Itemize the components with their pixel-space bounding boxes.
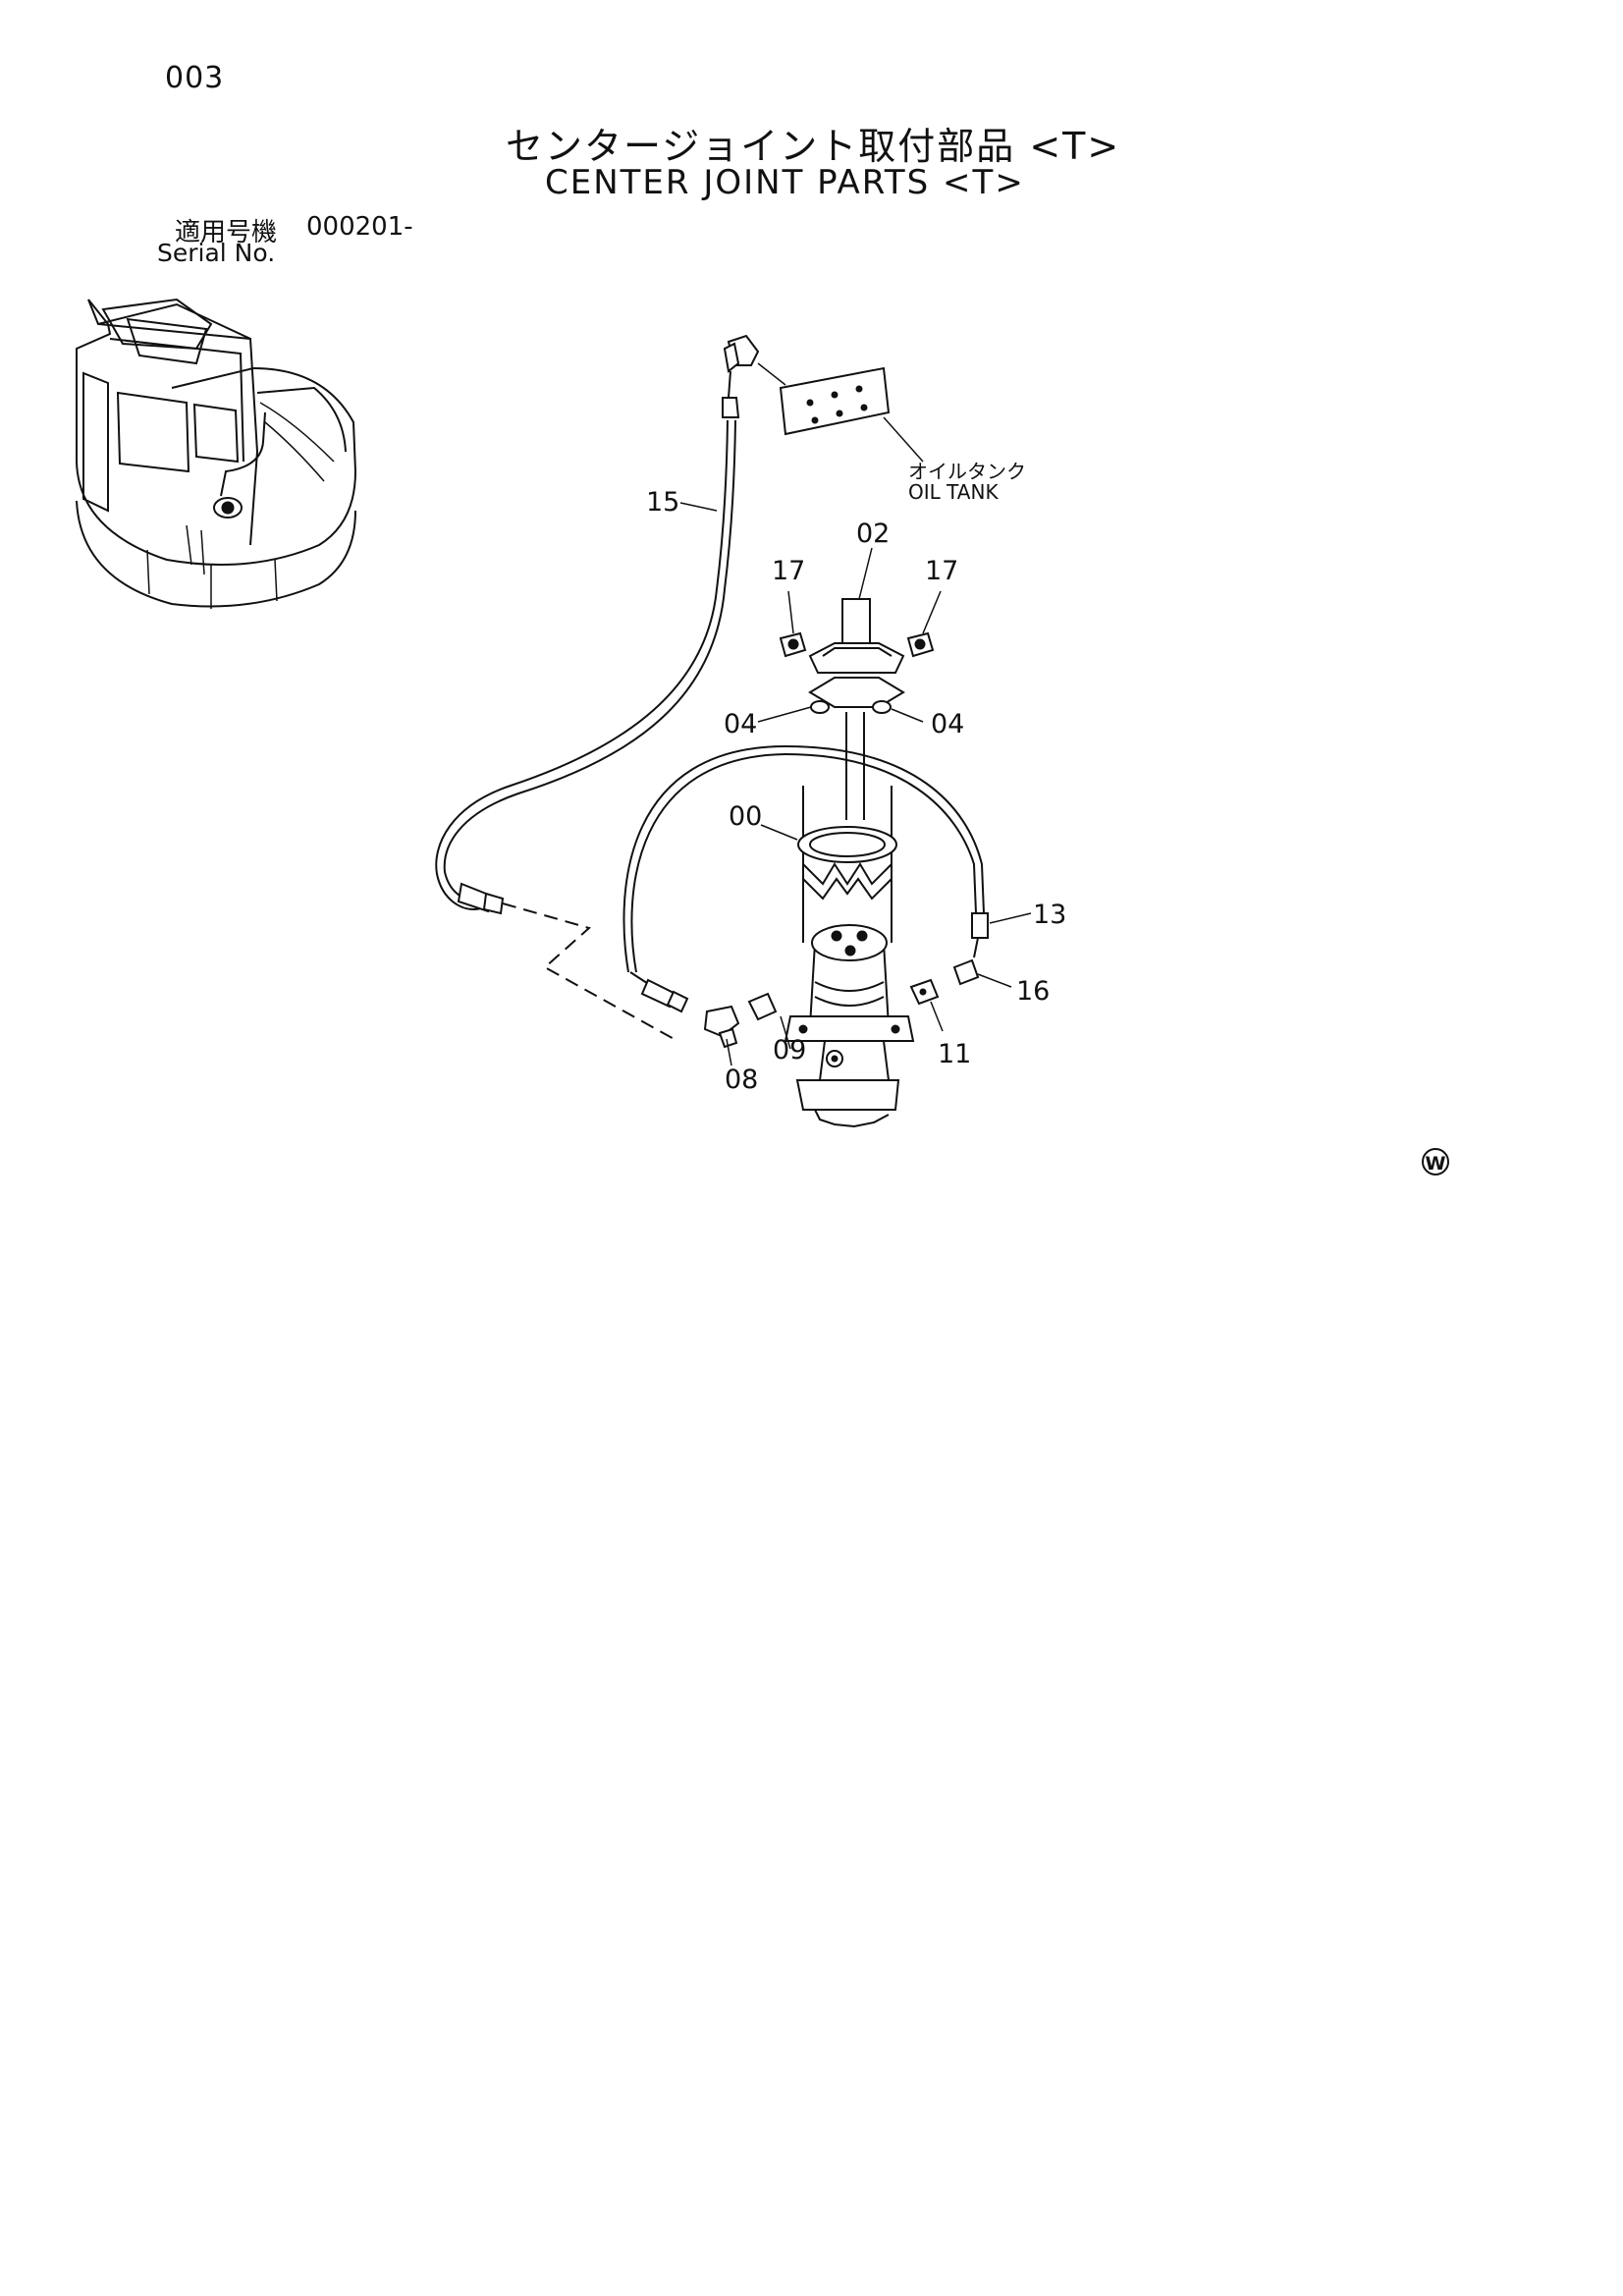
elbow-fitting-08 — [703, 1005, 740, 1049]
circled-w-letter: W — [1426, 1153, 1446, 1175]
center-joint-bracket — [779, 598, 935, 674]
serial-number-value: 000201- — [306, 212, 413, 242]
callout-17-right: 17 — [925, 556, 958, 586]
adapter-09 — [747, 992, 778, 1021]
callout-16: 16 — [1016, 976, 1050, 1007]
callout-02: 02 — [856, 519, 890, 549]
callout-11: 11 — [938, 1039, 971, 1069]
o-ring-right — [872, 700, 892, 714]
callout-09: 09 — [773, 1035, 806, 1066]
oil-tank-label-english: OIL TANK — [908, 480, 999, 504]
callout-04-right: 04 — [931, 709, 964, 739]
page-title-japanese: センタージョイント取付部品 <T> — [506, 125, 1121, 168]
callout-00: 00 — [729, 801, 762, 832]
callout-08: 08 — [725, 1065, 758, 1095]
oil-tank-label-japanese: オイルタンク — [908, 460, 1026, 483]
page-title-english: CENTER JOINT PARTS <T> — [545, 163, 1025, 202]
leader-lines — [679, 502, 1032, 1066]
center-joint-cover — [797, 786, 897, 943]
center-joint-body — [784, 924, 915, 1128]
callout-15: 15 — [646, 487, 679, 518]
serial-label-english: Serial No. — [157, 239, 276, 267]
o-ring-left — [810, 700, 830, 714]
machine-overview-illustration — [76, 298, 356, 609]
hose-route-dashed-line — [502, 902, 678, 1042]
oil-tank-plate — [757, 362, 891, 436]
elbow-fitting-top — [722, 334, 760, 418]
oil-tank-leader — [883, 416, 924, 463]
callout-04-left: 04 — [724, 709, 757, 739]
nut-16 — [952, 958, 980, 986]
callout-17-left: 17 — [772, 556, 805, 586]
center-shaft — [845, 712, 865, 820]
adapter-11 — [909, 978, 940, 1006]
callout-13: 13 — [1033, 900, 1066, 930]
thin-plate — [808, 677, 905, 708]
hose-15 — [435, 419, 736, 915]
hose-13 — [622, 744, 989, 973]
serial-label-japanese: 適用号機 — [175, 218, 278, 247]
circled-w-mark: W — [1422, 1148, 1449, 1175]
page-number: 003 — [165, 61, 225, 95]
left-hose-end — [629, 971, 689, 1013]
